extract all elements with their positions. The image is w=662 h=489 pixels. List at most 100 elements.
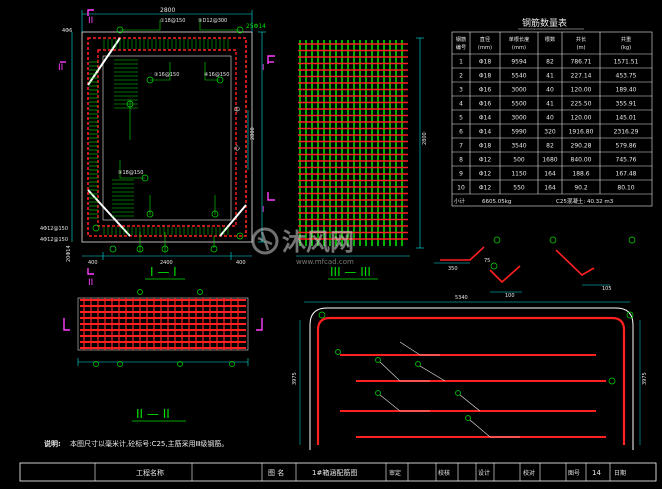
table-cell: Φ16: [479, 101, 492, 108]
table-cell: 4: [459, 101, 463, 108]
table-cell: 164: [544, 171, 556, 178]
table-cell: 2316.29: [614, 129, 639, 136]
sec2-markers: [93, 289, 235, 367]
table-cell: 10: [457, 185, 465, 192]
table-cell: 145.01: [616, 115, 637, 122]
tb-check-label: 校核: [438, 469, 450, 477]
table-header-cell: 共重: [621, 35, 631, 43]
table-cell: 167.48: [616, 171, 637, 178]
table-title: 钢筋数量表: [522, 17, 567, 29]
table-cell: 41: [546, 73, 554, 80]
table-cell: 320: [544, 129, 556, 136]
wall-stirrups: [89, 39, 229, 235]
bar-shape-3: [555, 249, 595, 276]
table-cell: 355.91: [616, 101, 637, 108]
bar-shape-2-dim: 100: [505, 293, 515, 299]
big-markers: [318, 311, 634, 421]
table-cell: 120.00: [571, 115, 592, 122]
bar-shape-2-marker: [490, 262, 498, 270]
tb-drawing-value: 1#箱涵配筋图: [312, 468, 357, 477]
table-cell: 82: [546, 59, 554, 66]
watermark-url: www.mfcad.com: [296, 258, 354, 266]
table-header-cell: (mm): [512, 45, 526, 51]
table-header-cell: 单根长度: [509, 35, 530, 43]
section-2-2: II — II: [63, 289, 263, 422]
leader-lines: [119, 20, 240, 252]
tb-sheet-value: 14: [592, 469, 601, 477]
table-cell: 550: [513, 185, 525, 192]
watermark-logo-mark: [257, 231, 273, 251]
table-cell: Φ18: [479, 73, 492, 80]
section-2-title: II — II: [136, 407, 170, 421]
section-marks: [60, 9, 274, 275]
table-cell: 7: [459, 143, 463, 150]
table-cell: 3000: [511, 115, 526, 122]
bar-shape-1-dim-a: 350: [448, 266, 458, 272]
section-mark-left: II: [58, 63, 63, 73]
table-cell: 40: [546, 115, 554, 122]
tb-project-label: 工程名称: [136, 468, 164, 477]
label-bar-5: ⑤D12@300: [198, 18, 227, 24]
outer-main-rebar: [87, 37, 247, 237]
sec3-mark-bottom: I: [262, 205, 264, 214]
table-cell: 1916.80: [569, 129, 594, 136]
big-left-dim: 3975: [292, 372, 298, 385]
section-3-3: 2800 I I III — III: [262, 37, 428, 280]
sec3-height-dim: 2800: [422, 132, 428, 145]
table-cell: 164: [544, 185, 556, 192]
bar-shape-1: [440, 246, 485, 261]
table-footer-concrete: C25混凝土: 40.32 m3: [556, 197, 614, 205]
table-header-cell: 共长: [576, 35, 587, 43]
table-cell: 227.14: [571, 73, 592, 80]
note-label: 说明:: [44, 439, 61, 448]
table-cell: 745.76: [616, 157, 637, 164]
table-cell: Φ12: [479, 185, 492, 192]
slab-rebar-grid: [80, 298, 246, 350]
watermark-logo-icon: [251, 227, 279, 255]
tb-design-label: 设计: [478, 469, 490, 477]
table-cell: 2: [459, 73, 463, 80]
table-footer-weight: 6605.05kg: [482, 199, 511, 205]
table-cell: 579.86: [616, 143, 637, 150]
wall-rebar-grid: [298, 40, 408, 246]
bar-shape-1-marker: [493, 236, 501, 244]
table-cell: Φ12: [479, 171, 492, 178]
table-footer-label: 小计: [454, 197, 466, 205]
big-outer-bar: [309, 307, 634, 450]
table-cell: Φ18: [479, 143, 492, 150]
haunch-bar-bl: [87, 189, 131, 237]
center-label-2: 心: [234, 145, 240, 152]
section-1-title: I — I: [150, 265, 177, 279]
table-cell: Φ12: [479, 157, 492, 164]
sec3-dimension-lines: [296, 37, 424, 257]
tb-date-label: 日期: [614, 469, 626, 477]
table-cell: 41: [546, 101, 554, 108]
title-block: 工程名称 图 名 1#箱涵配筋图 审定 校核 设计 校对 图号 14 日期: [19, 462, 657, 482]
tb-sheet-label: 图号: [568, 470, 580, 477]
table-cell: Φ14: [479, 129, 492, 136]
table-cell: 6: [459, 129, 463, 136]
table-cell: 82: [546, 143, 554, 150]
dim-bottom-left: 400: [88, 260, 98, 266]
label-bar-3: ③16@150: [154, 72, 179, 78]
table-cell: 5990: [511, 129, 526, 136]
label-bar-1: ①18@150: [160, 18, 185, 24]
haunch-bar-br: [219, 204, 247, 237]
table-cell: Φ16: [479, 87, 492, 94]
table-cell: 225.50: [571, 101, 592, 108]
section-1-opening: [102, 55, 232, 221]
label-bar-4: ④16@150: [204, 72, 229, 78]
center-label: 中: [234, 106, 240, 114]
big-right-dim: 3975: [642, 372, 648, 385]
table-cell: 3000: [511, 87, 526, 94]
table-cell: 1150: [511, 171, 526, 178]
note-text: 本图尺寸以毫米计,砼标号:C25,主筋采用Ⅲ级钢筋。: [70, 439, 228, 448]
table-header-cell: (kg): [621, 45, 631, 51]
sec3-mark-top: I: [262, 63, 264, 72]
watermark-brand: 沐风网: [282, 228, 354, 256]
table-cell: 840.00: [571, 157, 592, 164]
dim-bottom-mid: 2400: [160, 260, 173, 266]
label-left-top: 4Φ6: [62, 28, 72, 34]
tb-review-label: 审定: [389, 469, 401, 477]
